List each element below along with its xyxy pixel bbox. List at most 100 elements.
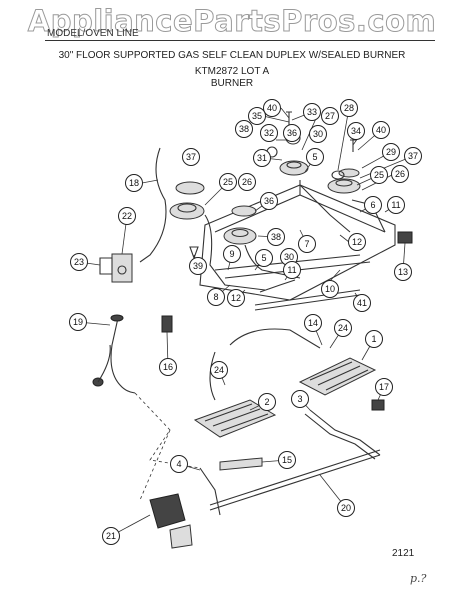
callout-13: 13: [394, 263, 412, 281]
callout-17: 17: [375, 378, 393, 396]
callout-19: 19: [69, 313, 87, 331]
callout-26a: 26: [238, 173, 256, 191]
callout-label: 29: [386, 147, 396, 157]
callout-41: 41: [353, 294, 371, 312]
callout-label: 26: [242, 177, 252, 187]
callout-label: 12: [352, 237, 362, 247]
callout-27: 27: [321, 107, 339, 125]
callout-label: 16: [163, 362, 173, 372]
callout-12b: 12: [227, 289, 245, 307]
callout-label: 13: [398, 267, 408, 277]
callout-30a: 30: [309, 125, 327, 143]
callout-label: 6: [370, 200, 375, 210]
callout-label: 24: [214, 365, 224, 375]
callout-12a: 12: [348, 233, 366, 251]
callout-40a: 40: [263, 99, 281, 117]
callout-24a: 24: [334, 319, 352, 337]
callout-29: 29: [382, 143, 400, 161]
callout-label: 11: [391, 200, 400, 210]
callout-31: 31: [253, 149, 271, 167]
callout-34: 34: [347, 122, 365, 140]
callout-label: 33: [307, 107, 317, 117]
callout-label: 20: [341, 503, 351, 513]
model-label: MODEL/OVEN LINE: [47, 28, 139, 39]
callout-label: 38: [239, 124, 249, 134]
callout-label: 23: [74, 257, 84, 267]
callout-11a: 11: [387, 196, 405, 214]
callout-23: 23: [70, 253, 88, 271]
callout-label: 2: [264, 397, 269, 407]
callout-40b: 40: [372, 121, 390, 139]
callout-33: 33: [303, 103, 321, 121]
callout-label: 37: [408, 151, 418, 161]
callout-label: 31: [257, 153, 267, 163]
callout-label: 21: [106, 531, 116, 541]
callout-35: 35: [248, 107, 266, 125]
callout-2: 2: [258, 393, 276, 411]
callout-16: 16: [159, 358, 177, 376]
callout-label: 25: [223, 177, 233, 187]
callout-8: 8: [207, 288, 225, 306]
burner-assembly: [99, 111, 413, 311]
callout-36a: 36: [283, 124, 301, 142]
callout-label: 36: [287, 128, 297, 138]
callout-label: 15: [282, 455, 292, 465]
callout-label: 8: [213, 292, 218, 302]
callout-18: 18: [125, 174, 143, 192]
callout-4: 4: [170, 455, 188, 473]
callout-label: 38: [271, 232, 281, 242]
callout-label: 18: [129, 178, 139, 188]
callout-28: 28: [340, 99, 358, 117]
callout-25b: 25: [370, 166, 388, 184]
callout-label: 19: [73, 317, 83, 327]
callout-10: 10: [321, 280, 339, 298]
callout-7: 7: [298, 235, 316, 253]
model-lot: KTM2872 LOT A: [194, 66, 270, 77]
initials: p.?: [410, 572, 427, 585]
callout-9: 9: [223, 245, 241, 263]
callout-21: 21: [102, 527, 120, 545]
callout-25a: 25: [219, 173, 237, 191]
callout-label: 35: [252, 111, 262, 121]
leader-lines: [77, 107, 414, 537]
watermark: AppliancePartsPros.com: [27, 4, 437, 39]
callout-26b: 26: [391, 165, 409, 183]
callout-label: 10: [325, 284, 335, 294]
callout-5a: 5: [306, 148, 324, 166]
callout-label: 7: [304, 239, 309, 249]
callout-label: 3: [297, 394, 302, 404]
diagram-title: 30" FLOOR SUPPORTED GAS SELF CLEAN DUPLE…: [58, 50, 406, 61]
callout-label: 40: [267, 103, 277, 113]
callout-37a: 37: [182, 148, 200, 166]
callout-label: 41: [357, 298, 367, 308]
callout-label: 12: [231, 293, 241, 303]
callout-label: 5: [312, 152, 317, 162]
callout-5b: 5: [255, 249, 273, 267]
callout-15: 15: [278, 451, 296, 469]
callout-label: 40: [376, 125, 386, 135]
oven-burner-assembly: [92, 314, 385, 549]
callout-38a: 38: [235, 120, 253, 138]
callout-20: 20: [337, 499, 355, 517]
callout-label: 5: [261, 253, 266, 263]
callout-22: 22: [118, 207, 136, 225]
callout-1: 1: [365, 330, 383, 348]
callout-label: 32: [264, 128, 274, 138]
callout-36b: 36: [260, 192, 278, 210]
callout-label: 30: [284, 252, 294, 262]
section-name: BURNER: [210, 78, 254, 89]
callout-label: 37: [186, 152, 196, 162]
header-rule: [45, 40, 435, 41]
callout-label: 39: [193, 261, 203, 271]
callout-label: 11: [287, 265, 296, 275]
callout-label: 26: [395, 169, 405, 179]
callout-label: 27: [325, 111, 335, 121]
callout-label: 4: [176, 459, 181, 469]
callout-label: 22: [122, 211, 132, 221]
callout-6: 6: [364, 196, 382, 214]
callout-label: 14: [308, 318, 318, 328]
callout-label: 25: [374, 170, 384, 180]
callout-label: 17: [379, 382, 389, 392]
callout-label: 36: [264, 196, 274, 206]
